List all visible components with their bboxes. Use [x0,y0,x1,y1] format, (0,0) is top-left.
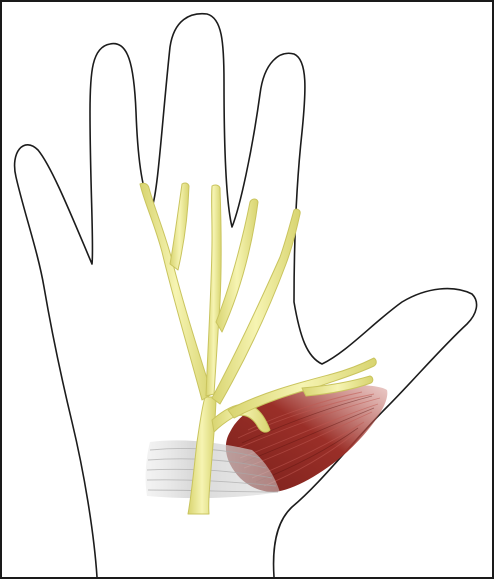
diagram-frame [0,0,494,579]
hand-anatomy-diagram [2,2,492,577]
